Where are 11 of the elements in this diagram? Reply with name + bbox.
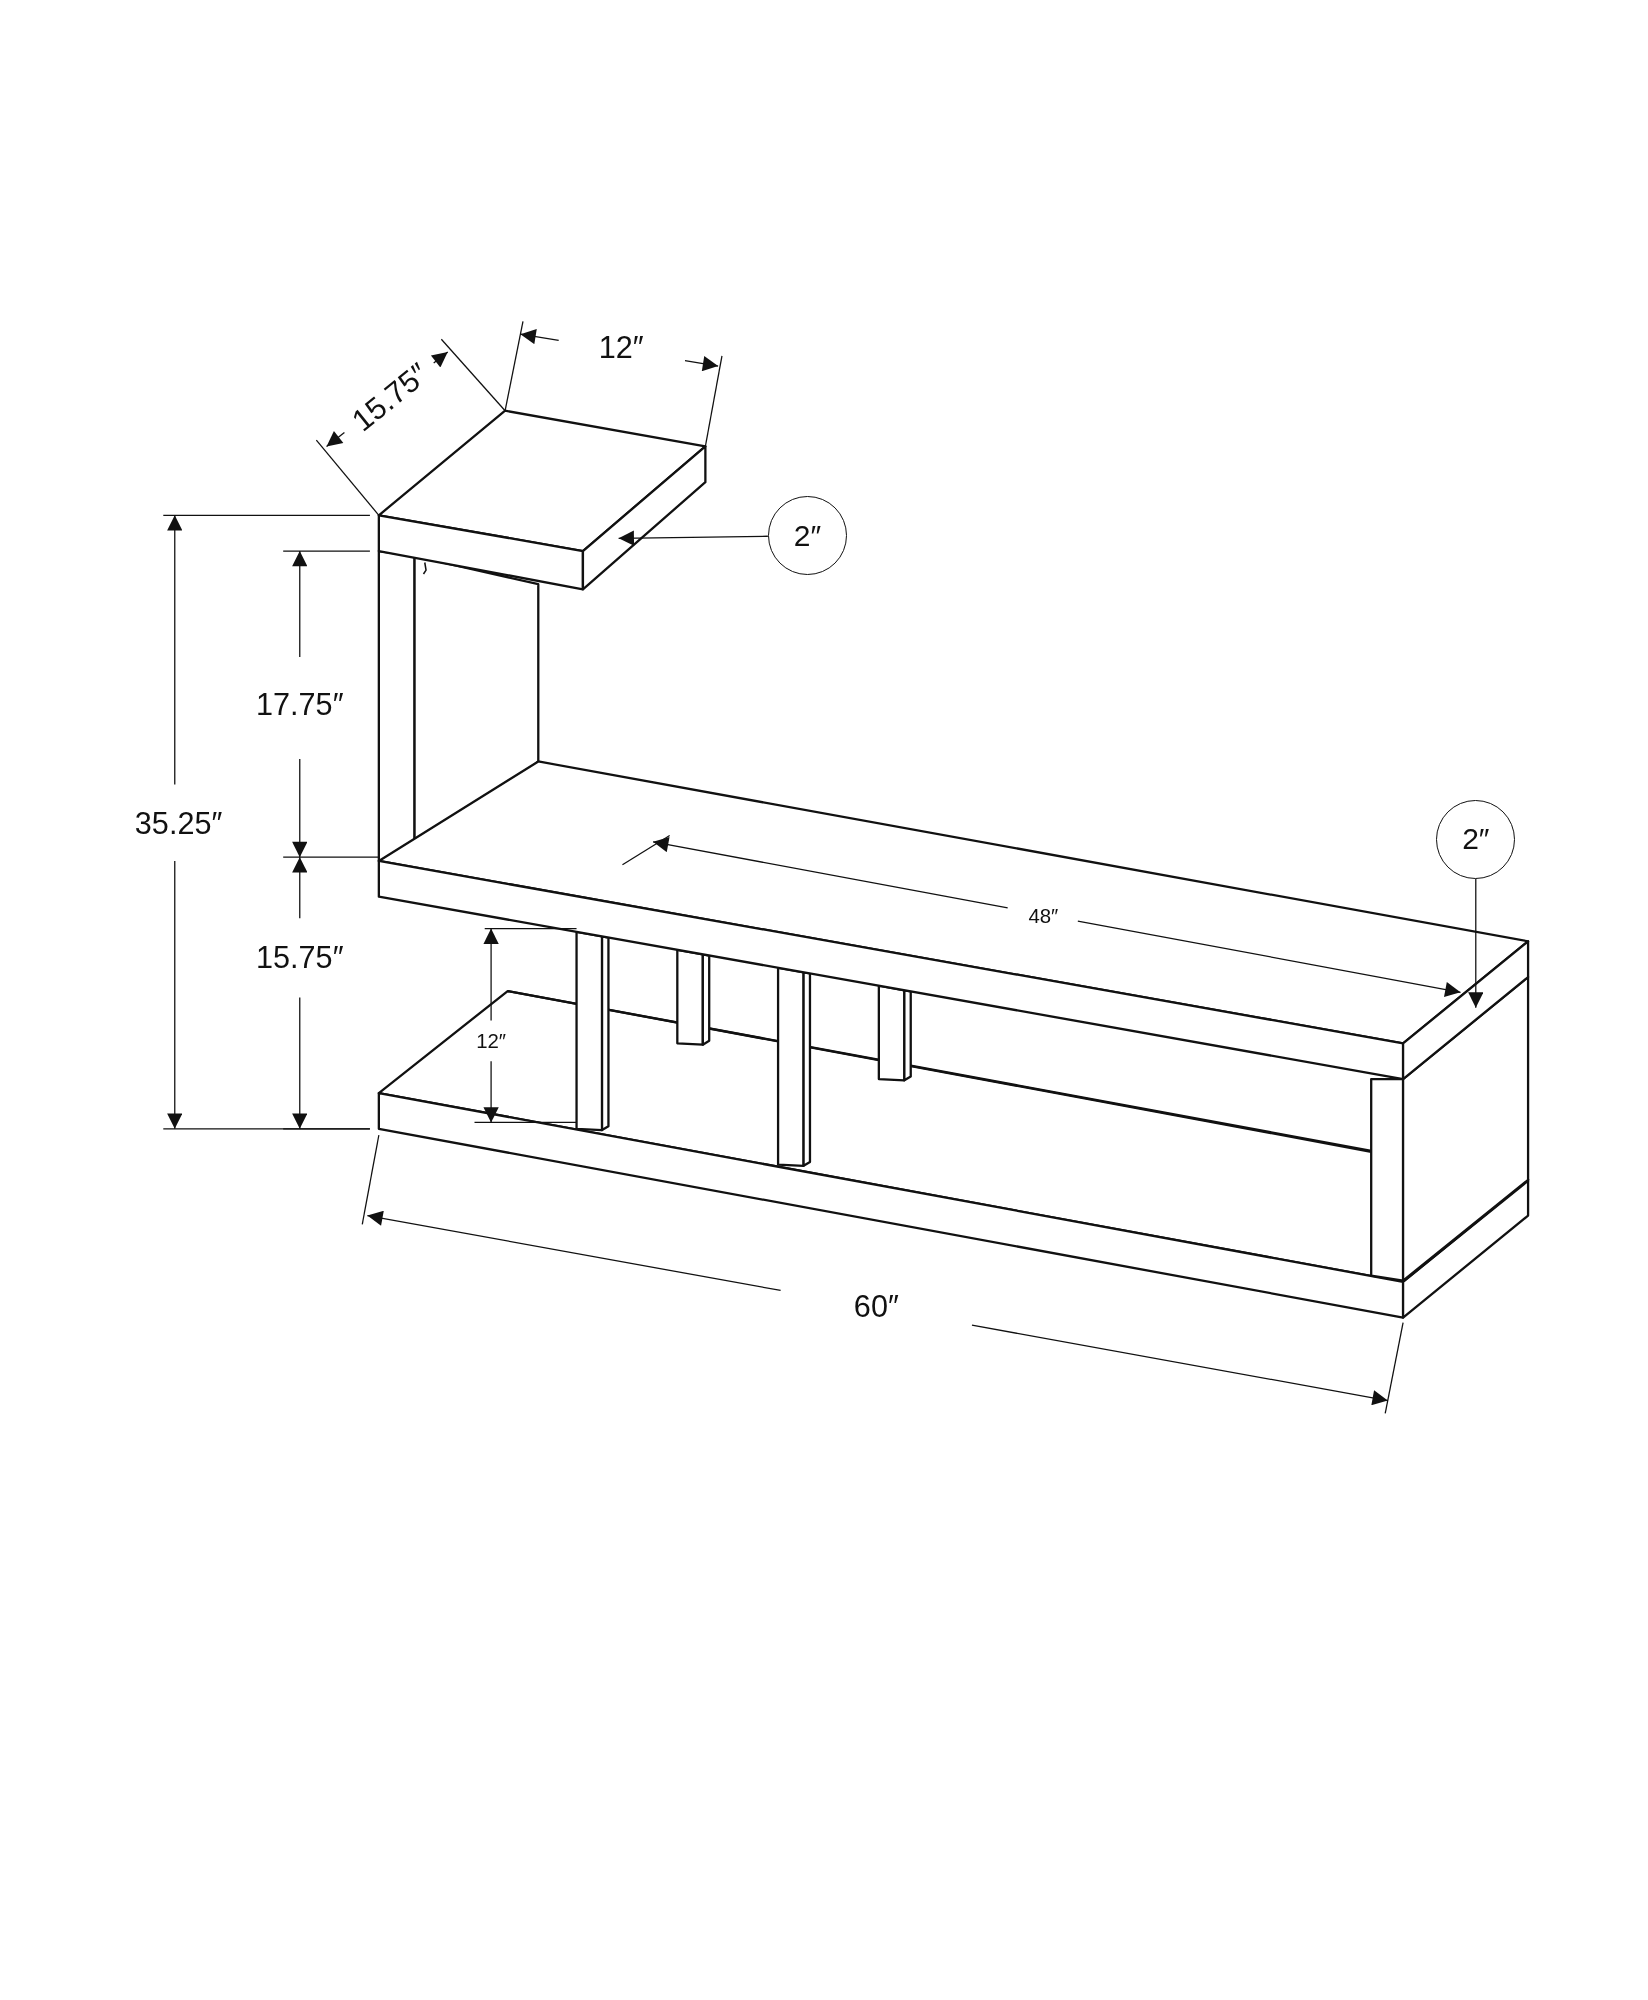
callout-circle: 2″	[1436, 799, 1516, 879]
dimension-label: 12″	[476, 1030, 507, 1052]
leader-line	[618, 530, 769, 546]
dimension-label: 17.75″	[256, 688, 344, 720]
dimension-label: 35.25″	[134, 807, 223, 838]
dimension-label: 15.75″	[256, 941, 344, 972]
dimension-label: 48″	[1028, 905, 1059, 927]
leader-line	[1468, 878, 1484, 1009]
dimension-label: 12″	[598, 331, 644, 363]
dimension-label: 60″	[853, 1290, 899, 1322]
callout-circle: 2″	[767, 496, 847, 576]
